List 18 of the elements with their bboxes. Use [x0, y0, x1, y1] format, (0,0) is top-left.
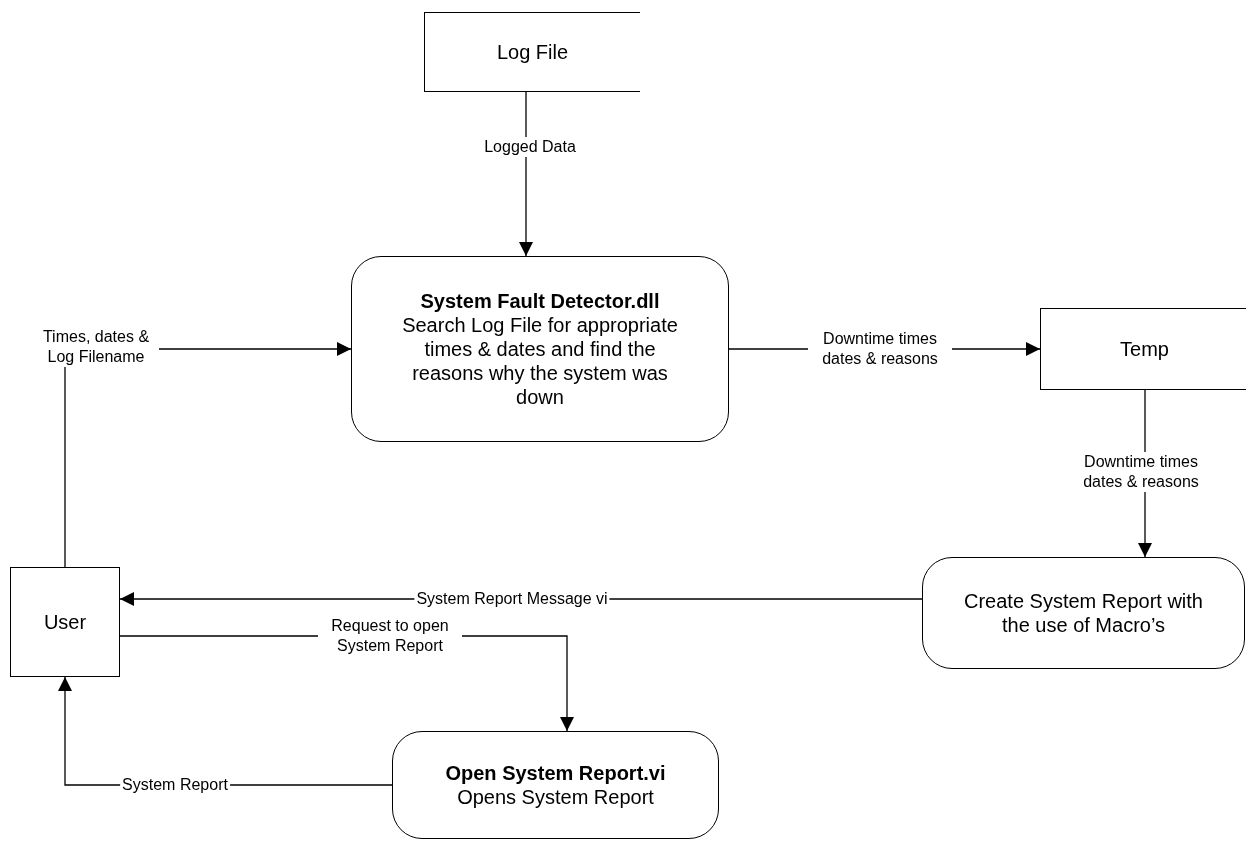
edge-label: System Report: [120, 775, 230, 795]
process-title: System Fault Detector.dll: [419, 289, 661, 313]
edge-label: Request to open System Report: [318, 616, 462, 656]
node-text: Opens System Report: [456, 785, 655, 809]
node-text: Search Log File for appropriate times & dates and find the reasons why the system was down: [401, 313, 679, 409]
node-text: Create System Report with the use of Macro’s: [963, 589, 1204, 637]
data-store-box: [1040, 308, 1246, 390]
process-title: Open System Report.vi: [444, 761, 667, 785]
process-box: [392, 731, 719, 839]
entity-box: [10, 567, 120, 677]
node-text: Log File: [495, 40, 570, 64]
process-box: [922, 557, 1245, 669]
edge-label: System Report Message vi: [414, 589, 610, 609]
data-store-box: [424, 12, 640, 92]
process-box: [351, 256, 729, 442]
node-text: User: [42, 610, 88, 634]
node-text: Temp: [1119, 337, 1170, 361]
edge-label: Logged Data: [482, 137, 578, 157]
